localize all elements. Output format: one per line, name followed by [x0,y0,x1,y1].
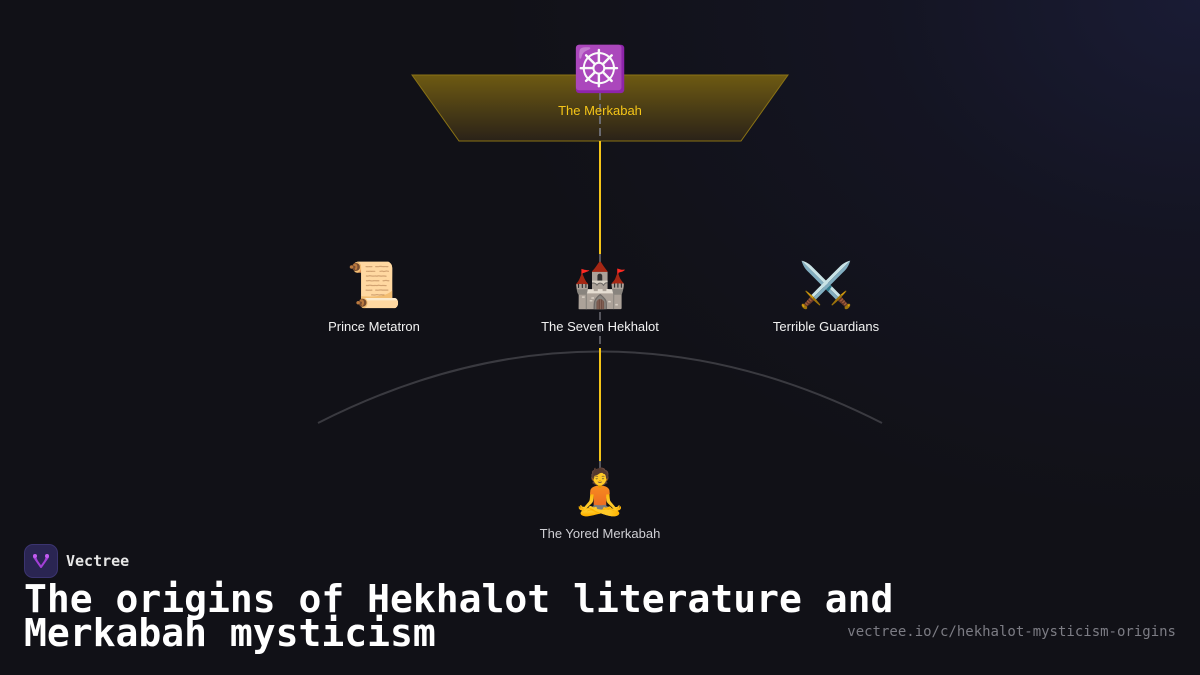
page-url[interactable]: vectree.io/c/hekhalot-mysticism-origins [847,624,1176,640]
node-label: Prince Metatron [328,319,420,334]
crossed-swords-icon: ⚔️ [798,261,854,310]
node-label: The Yored Merkabah [539,526,661,541]
node-the-merkabah[interactable]: ☸️ The Merkabah [558,45,642,118]
castle-icon: 🏰 [572,261,628,310]
scroll-icon: 📜 [346,261,402,310]
dharma-wheel-icon: ☸️ [572,45,628,94]
node-the-seven-hekhalot[interactable]: 🏰 The Seven Hekhalot [541,261,659,334]
node-terrible-guardians[interactable]: ⚔️ Terrible Guardians [773,261,879,334]
node-the-yored-merkabah[interactable]: 🧘 The Yored Merkabah [540,468,661,541]
node-prince-metatron[interactable]: 📜 Prince Metatron [328,261,420,334]
brand-name: Vectree [66,552,130,570]
node-label: Terrible Guardians [772,319,880,334]
page-title: The origins of Hekhalot literature and M… [24,577,894,655]
person-lotus-position-icon: 🧘 [572,468,628,517]
vectree-logo-icon [24,544,58,578]
node-label: The Merkabah [558,103,642,118]
brand: Vectree [24,544,129,578]
node-label: The Seven Hekhalot [541,319,659,334]
